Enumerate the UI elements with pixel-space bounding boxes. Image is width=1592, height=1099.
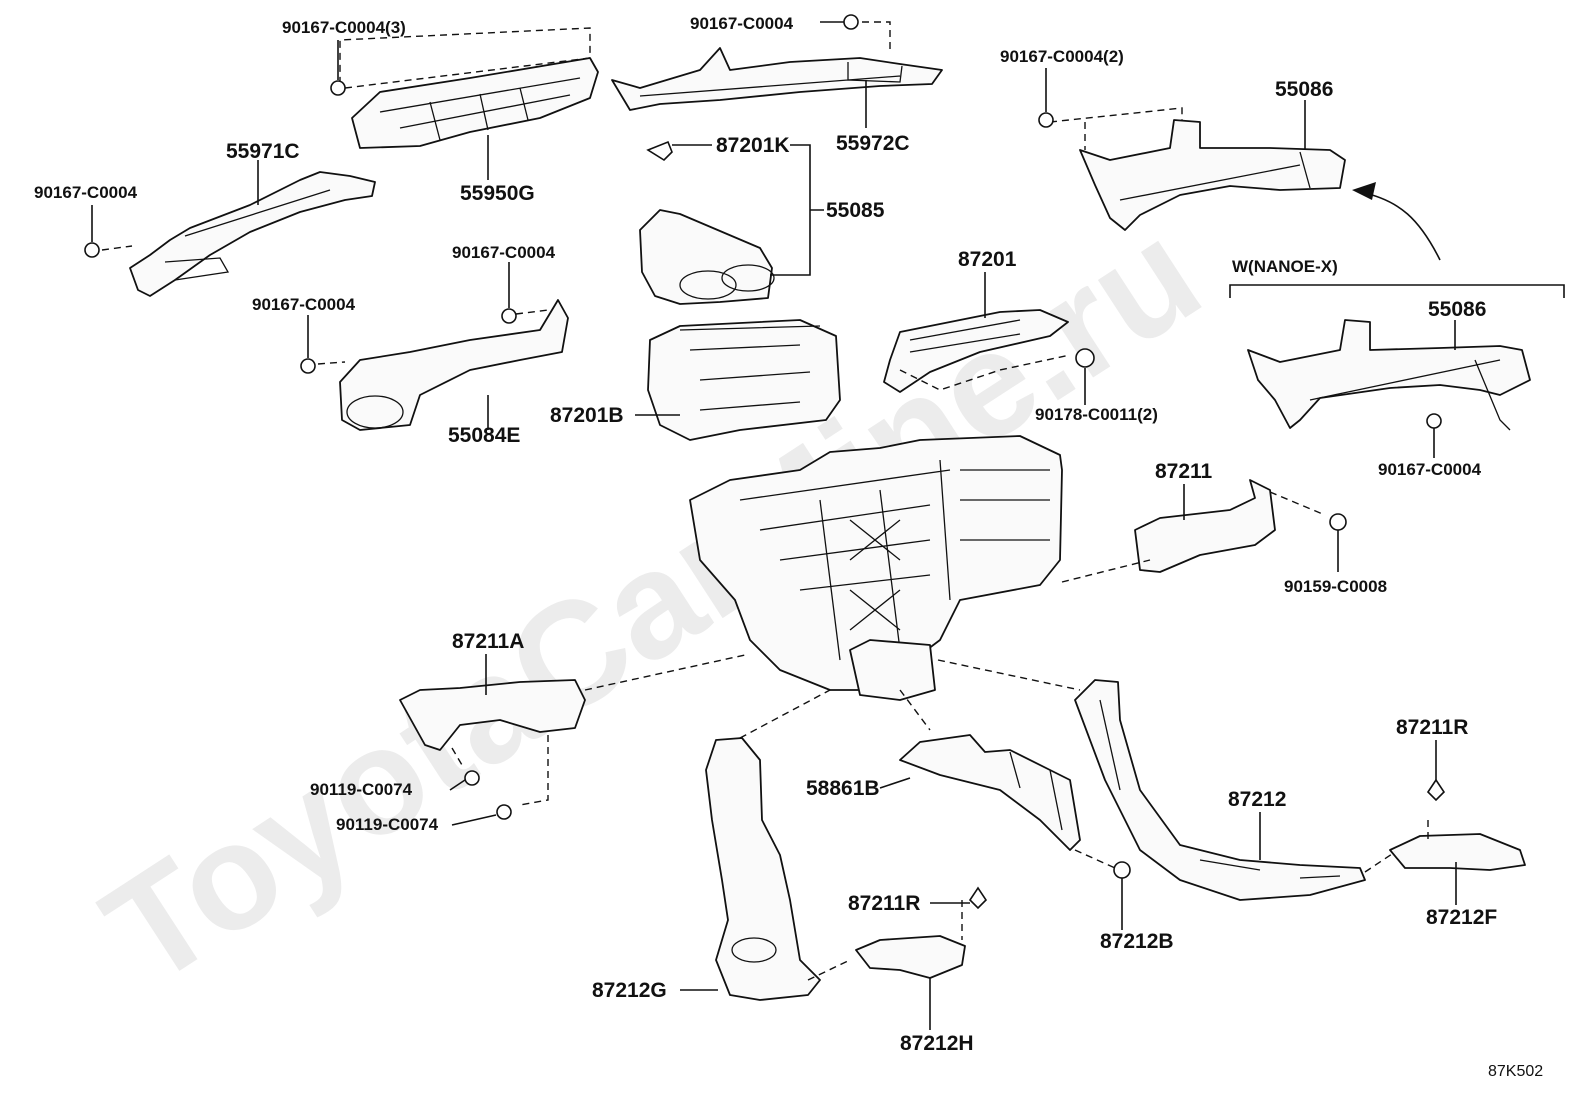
fastener-87212b[interactable] xyxy=(1113,861,1131,879)
fastener-87201k[interactable] xyxy=(646,140,673,162)
callout-90167-c0004-2[interactable]: 90167-C0004(2) xyxy=(1000,47,1124,66)
part-55085-shape[interactable] xyxy=(639,209,775,305)
callout-55086-upper[interactable]: 55086 xyxy=(1275,78,1333,101)
callout-87211a[interactable]: 87211A xyxy=(452,630,524,653)
callout-90159-c0008[interactable]: 90159-C0008 xyxy=(1284,577,1387,596)
callout-90119-c0074-b[interactable]: 90119-C0074 xyxy=(336,815,439,834)
part-87212g-shape[interactable] xyxy=(705,737,821,1001)
callout-87212h[interactable]: 87212H xyxy=(900,1032,974,1055)
callout-90167-c0004-mid[interactable]: 90167-C0004 xyxy=(452,243,556,262)
fastener-90119-c0074-a[interactable] xyxy=(464,770,480,786)
callout-87212f[interactable]: 87212F xyxy=(1426,906,1497,929)
part-55971c-shape[interactable] xyxy=(129,171,376,297)
fastener-90167-c0004-left[interactable] xyxy=(84,242,100,258)
fastener-90167-c0004-lower[interactable] xyxy=(300,358,316,374)
part-55086-upper-shape[interactable] xyxy=(1079,119,1346,231)
fastener-90167-c0004-right[interactable] xyxy=(1426,413,1442,429)
callout-87201[interactable]: 87201 xyxy=(958,248,1017,271)
fastener-90178-c0011[interactable] xyxy=(1075,348,1095,368)
watermark: ToyotaCarMine.ru xyxy=(76,188,1228,1017)
part-58861b-shape[interactable] xyxy=(899,734,1081,851)
fastener-87211r-mid[interactable] xyxy=(968,886,988,910)
callout-87211r-mid[interactable]: 87211R xyxy=(848,892,920,915)
fastener-90159-c0008[interactable] xyxy=(1329,513,1347,531)
callout-55084e[interactable]: 55084E xyxy=(448,424,520,447)
part-55972c-shape[interactable] xyxy=(611,47,943,111)
callout-90119-c0074-a[interactable]: 90119-C0074 xyxy=(310,780,413,799)
callout-55972c[interactable]: 55972C xyxy=(836,132,910,155)
part-87201-shape[interactable] xyxy=(883,309,1069,393)
part-87211a-shape[interactable] xyxy=(399,679,586,751)
callout-87212b[interactable]: 87212B xyxy=(1100,930,1174,953)
callout-90167-c0004-left[interactable]: 90167-C0004 xyxy=(34,183,138,202)
callout-90178-c0011-2[interactable]: 90178-C0011(2) xyxy=(1035,405,1158,424)
callout-55950g[interactable]: 55950G xyxy=(460,182,535,205)
part-hvac-unit-shape[interactable] xyxy=(689,435,1063,701)
callout-58861b[interactable]: 58861B xyxy=(806,777,880,800)
part-55086-lower-shape[interactable] xyxy=(1247,319,1531,431)
callout-87201k[interactable]: 87201K xyxy=(716,134,790,157)
callout-90167-c0004-lower[interactable]: 90167-C0004 xyxy=(252,295,356,314)
fastener-90167-c0004-3[interactable] xyxy=(330,80,346,96)
callout-87211[interactable]: 87211 xyxy=(1155,460,1213,483)
part-87212-shape[interactable] xyxy=(1074,679,1366,901)
callout-87201b[interactable]: 87201B xyxy=(550,404,624,427)
part-87212f-shape[interactable] xyxy=(1389,833,1526,871)
part-87211-shape[interactable] xyxy=(1134,479,1276,573)
group-label-nanoe-x: W(NANOE-X) xyxy=(1232,257,1338,276)
callout-55085[interactable]: 55085 xyxy=(826,199,885,222)
fastener-90119-c0074-b[interactable] xyxy=(496,804,512,820)
callout-55971c[interactable]: 55971C xyxy=(226,140,300,163)
callout-90167-c0004-3[interactable]: 90167-C0004(3) xyxy=(282,18,406,37)
callout-90167-c0004-right[interactable]: 90167-C0004 xyxy=(1378,460,1482,479)
fastener-90167-c0004-top[interactable] xyxy=(843,14,859,30)
part-55950g-shape[interactable] xyxy=(351,57,599,149)
callout-90167-c0004-top[interactable]: 90167-C0004 xyxy=(690,14,794,33)
callout-87211r-right[interactable]: 87211R xyxy=(1396,716,1468,739)
callout-87212[interactable]: 87212 xyxy=(1228,788,1286,811)
diagram-reference-code: 87K502 xyxy=(1488,1063,1543,1080)
fastener-87211r-right[interactable] xyxy=(1426,778,1446,802)
part-87212h-shape[interactable] xyxy=(855,935,966,979)
callout-87212g[interactable]: 87212G xyxy=(592,979,667,1002)
part-87201b-shape[interactable] xyxy=(647,319,841,441)
callout-55086-lower[interactable]: 55086 xyxy=(1428,298,1486,321)
fastener-90167-c0004-2[interactable] xyxy=(1038,112,1054,128)
fastener-90167-c0004-mid[interactable] xyxy=(501,308,517,324)
part-55084e-shape[interactable] xyxy=(339,299,569,431)
